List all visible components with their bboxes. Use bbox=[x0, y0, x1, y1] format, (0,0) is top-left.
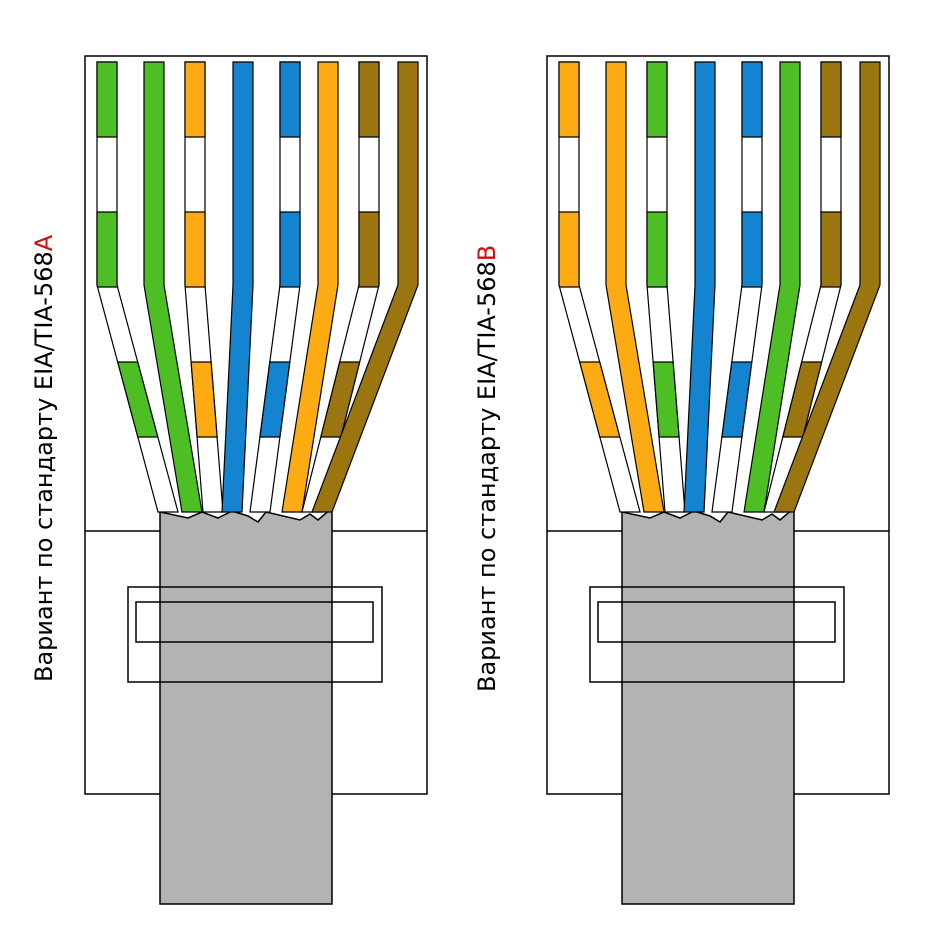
wire-3-stripe-3 bbox=[652, 361, 680, 438]
wire-8-brown bbox=[311, 61, 419, 513]
wire-4-base bbox=[221, 61, 254, 513]
crimp-frame-outer bbox=[127, 586, 383, 683]
wire-7-stripe-2 bbox=[357, 211, 380, 288]
wire-1-orange-white bbox=[558, 61, 641, 513]
crimp-frame-outer bbox=[589, 586, 845, 683]
wire-7-stripe-2 bbox=[819, 211, 842, 288]
wire-7-stripe-1 bbox=[820, 61, 842, 138]
wire-5-stripe-1 bbox=[741, 61, 763, 138]
panel-a-variant-letter: A bbox=[30, 234, 58, 252]
wire-5-stripe-2 bbox=[279, 211, 301, 288]
wire-7-brown-white bbox=[301, 61, 380, 513]
wire-3-stripe-1 bbox=[646, 61, 668, 138]
wire-5-stripe-1 bbox=[279, 61, 301, 138]
wire-2-orange bbox=[605, 61, 665, 513]
wire-1-stripe-1 bbox=[558, 61, 580, 138]
wire-2-base bbox=[143, 61, 203, 513]
wire-3-stripe-2 bbox=[184, 211, 206, 288]
wire-3-stripe-1 bbox=[184, 61, 206, 138]
wire-3-stripe-2 bbox=[646, 211, 668, 288]
crimp-frame-inner bbox=[597, 601, 836, 643]
wire-1-stripe-2 bbox=[558, 211, 581, 288]
wire-3-stripe-3 bbox=[190, 361, 218, 438]
wire-3-orange-white bbox=[184, 61, 224, 513]
wire-3-green-white bbox=[646, 61, 686, 513]
panel-a-label-text: Вариант по стандарту EIA/TIA-568 bbox=[30, 251, 58, 682]
panel-a bbox=[84, 55, 428, 905]
panel-b-variant-letter: B bbox=[473, 244, 501, 262]
wire-8-brown bbox=[773, 61, 881, 513]
wire-2-green bbox=[143, 61, 203, 513]
crimp-frame-inner bbox=[135, 601, 374, 643]
panel-b-label: Вариант по стандарту EIA/TIA-568B bbox=[473, 245, 501, 692]
wire-5-blue-white bbox=[711, 61, 763, 513]
wire-5-blue-white bbox=[249, 61, 301, 513]
wire-4-blue bbox=[221, 61, 254, 513]
wire-1-green-white bbox=[96, 61, 179, 513]
wire-4-blue bbox=[683, 61, 716, 513]
wire-8-base bbox=[311, 61, 419, 513]
wire-1-stripe-3 bbox=[116, 361, 159, 438]
wire-5-stripe-3 bbox=[721, 361, 753, 438]
wire-7-stripe-1 bbox=[358, 61, 380, 138]
panel-a-label: Вариант по стандарту EIA/TIA-568A bbox=[30, 235, 58, 682]
wire-8-base bbox=[773, 61, 881, 513]
wire-2-base bbox=[605, 61, 665, 513]
wire-4-base bbox=[683, 61, 716, 513]
wire-5-stripe-2 bbox=[741, 211, 763, 288]
wire-1-stripe-2 bbox=[96, 211, 119, 288]
panel-b-label-text: Вариант по стандарту EIA/TIA-568 bbox=[473, 261, 501, 692]
wire-1-stripe-1 bbox=[96, 61, 118, 138]
cable-jacket bbox=[621, 506, 795, 905]
cable-jacket bbox=[159, 506, 333, 905]
wire-1-stripe-3 bbox=[578, 361, 621, 438]
panel-b bbox=[546, 55, 890, 905]
wire-5-stripe-3 bbox=[259, 361, 291, 438]
